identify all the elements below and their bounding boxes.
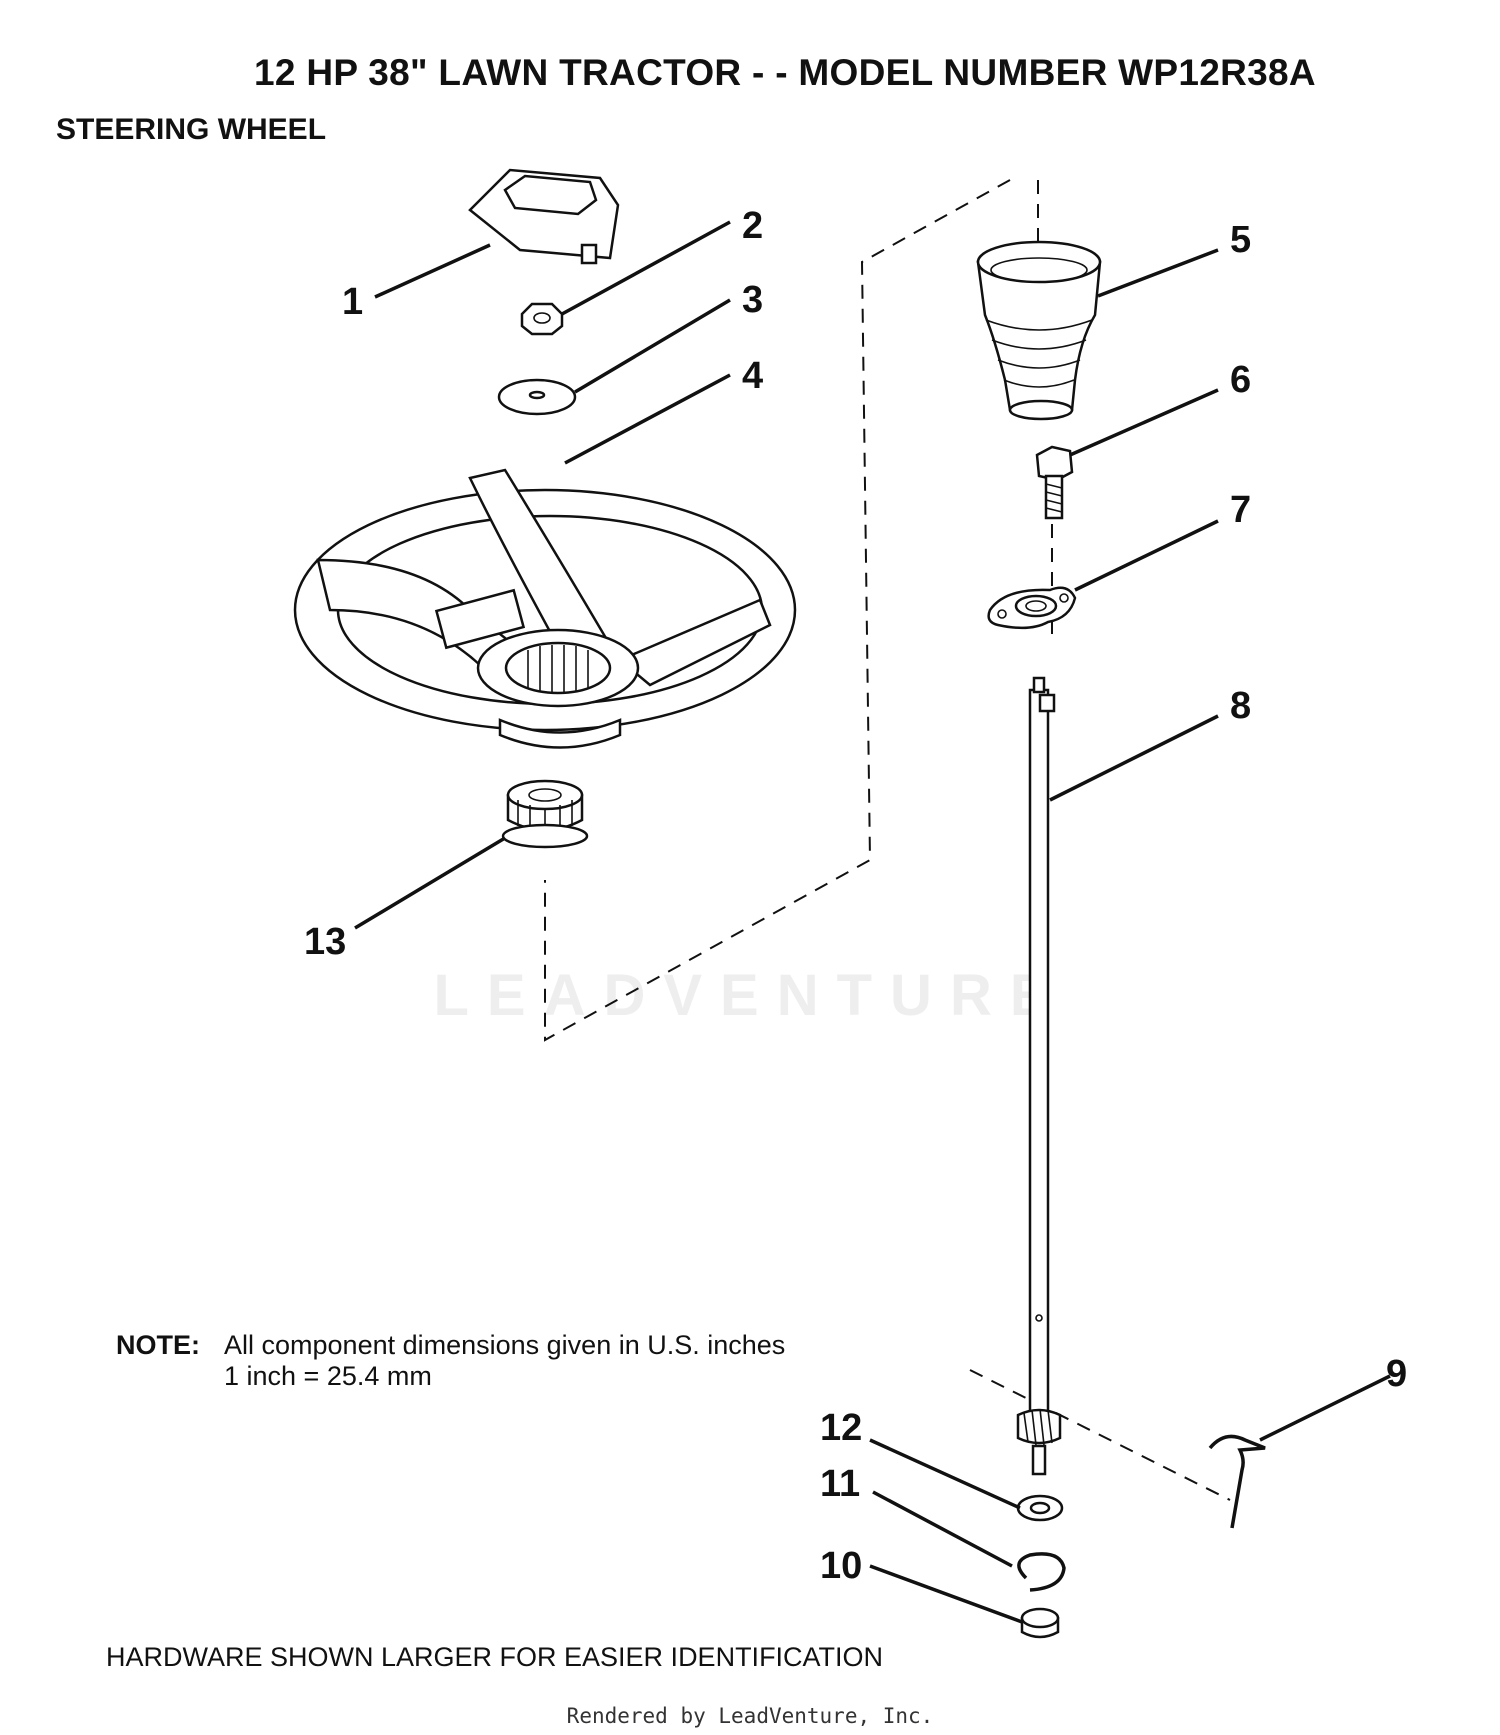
callout-1: 1 xyxy=(342,281,363,323)
cotter-pin-part xyxy=(1208,1434,1266,1529)
note-label: NOTE: xyxy=(116,1330,200,1360)
flange-bearing-part xyxy=(987,586,1077,630)
callout-13: 13 xyxy=(304,921,346,963)
dimension-note: NOTE: All component dimensions given in U… xyxy=(116,1330,785,1392)
callout-4: 4 xyxy=(742,355,763,397)
callout-11: 11 xyxy=(820,1463,860,1505)
leader-lines xyxy=(354,220,1391,1624)
retaining-ring-part xyxy=(1017,1552,1066,1592)
cap-nut-part xyxy=(1020,1607,1060,1639)
pinion-gear-part xyxy=(1016,1408,1062,1476)
horn-cap-part xyxy=(468,168,620,265)
callout-3: 3 xyxy=(742,279,763,321)
note-line-2: 1 inch = 25.4 mm xyxy=(224,1361,432,1391)
callout-6: 6 xyxy=(1230,359,1251,401)
assembly-guide-lines xyxy=(544,179,1231,1501)
washer-part xyxy=(497,378,577,416)
callout-9: 9 xyxy=(1386,1353,1407,1395)
callout-8: 8 xyxy=(1230,685,1251,727)
section-title: STEERING WHEEL xyxy=(56,113,327,146)
steering-wheel-part xyxy=(293,468,797,749)
nut-part xyxy=(520,302,564,336)
callout-2: 2 xyxy=(742,205,763,247)
callout-12: 12 xyxy=(820,1407,862,1449)
page-title: 12 HP 38" LAWN TRACTOR - - MODEL NUMBER … xyxy=(254,52,1316,93)
spline-adapter-part xyxy=(501,779,589,849)
hardware-note: HARDWARE SHOWN LARGER FOR EASIER IDENTIF… xyxy=(106,1642,884,1672)
callout-7: 7 xyxy=(1230,489,1251,531)
footer-credit: Rendered by LeadVenture, Inc. xyxy=(566,1704,934,1728)
steering-shaft-part xyxy=(1028,676,1056,1417)
note-line-1: All component dimensions given in U.S. i… xyxy=(224,1330,786,1360)
flat-washer-part xyxy=(1016,1494,1064,1522)
bolt-part xyxy=(1035,445,1074,520)
callout-10: 10 xyxy=(820,1545,862,1587)
watermark-text: LEADVENTURE xyxy=(433,963,1067,1028)
callout-5: 5 xyxy=(1230,219,1251,261)
bellows-cover-part xyxy=(976,240,1102,421)
